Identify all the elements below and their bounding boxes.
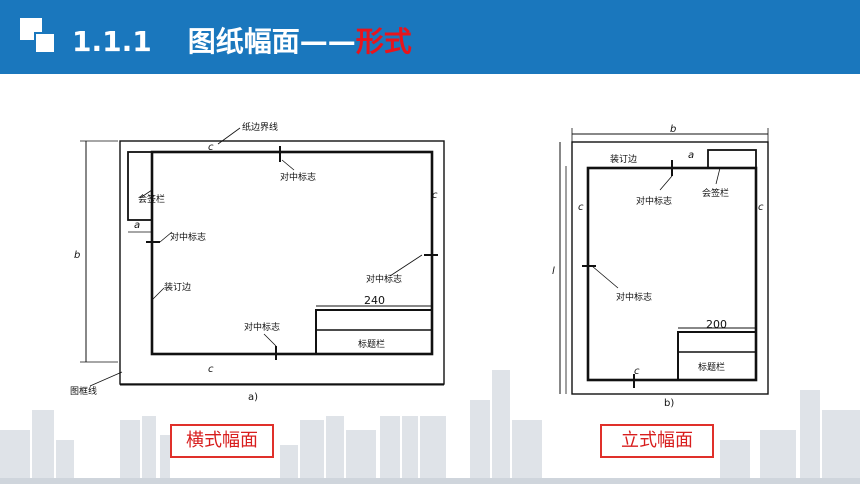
section-squares-icon (20, 18, 56, 54)
fig-a-label: a) (248, 392, 258, 403)
width-240-label: 240 (364, 294, 385, 307)
header-bar: 1.1.1 图纸幅面——形式 (0, 0, 860, 74)
center-mark-top-label: 对中标志 (280, 171, 316, 183)
signature-block-rect (127, 151, 153, 221)
center-mark-right-label: 对中标志 (366, 273, 402, 285)
signature-block-label: 会签栏 (138, 193, 165, 205)
landscape-format-diagram: 纸边界线 c 对中标志 c 会签栏 a 对中标志 b 对中标志 装订边 240 … (68, 110, 456, 416)
center-mark-top-label: 对中标志 (636, 195, 672, 207)
caption-portrait: 立式幅面 (600, 424, 714, 458)
a-label: a (134, 220, 140, 231)
c-left-label: c (578, 202, 584, 213)
portrait-format-diagram: b 装订边 a 会签栏 对中标志 c c l 对中标志 200 标题栏 c b) (548, 106, 798, 416)
a-label: a (688, 150, 694, 161)
signature-block-label: 会签栏 (702, 187, 729, 199)
l-label: l (552, 266, 555, 277)
paper-edge-rect (119, 140, 445, 385)
section-number: 1.1.1 (72, 25, 152, 58)
title-accent: 形式 (355, 25, 412, 58)
portrait-drawing: b 装订边 a 会签栏 对中标志 c c l 对中标志 200 标题栏 c b) (552, 124, 769, 409)
page-title: 1.1.1 图纸幅面——形式 (72, 20, 412, 60)
c-top-label: c (208, 142, 214, 153)
width-200-label: 200 (706, 318, 727, 331)
center-mark-left-label: 对中标志 (170, 231, 206, 243)
c-bottom-label: c (634, 366, 640, 377)
frame-line-label: 图框线 (70, 385, 97, 397)
paper-edge-rect (571, 141, 769, 395)
c-bottom-label: c (208, 364, 214, 375)
signature-block-rect (707, 149, 757, 169)
title-block-rect (677, 331, 757, 381)
title-block-label: 标题栏 (358, 338, 385, 350)
title-block-label: 标题栏 (698, 361, 725, 373)
title-block-rect (315, 309, 433, 355)
b-label: b (74, 250, 80, 261)
landscape-drawing: 纸边界线 c 对中标志 c 会签栏 a 对中标志 b 对中标志 装订边 240 … (70, 121, 445, 403)
binding-edge-label: 装订边 (610, 153, 637, 165)
binding-edge-label: 装订边 (164, 281, 191, 293)
c-right-label: c (432, 190, 438, 201)
b-label: b (670, 124, 676, 135)
center-mark-bottom-label: 对中标志 (244, 321, 280, 333)
title-main: 图纸幅面—— (187, 25, 356, 58)
caption-landscape: 横式幅面 (170, 424, 274, 458)
frame-rect (150, 150, 434, 356)
paper-edge-label: 纸边界线 (242, 121, 278, 133)
center-mark-left-label: 对中标志 (616, 291, 652, 303)
fig-b-label: b) (664, 398, 674, 409)
c-right-label: c (758, 202, 764, 213)
